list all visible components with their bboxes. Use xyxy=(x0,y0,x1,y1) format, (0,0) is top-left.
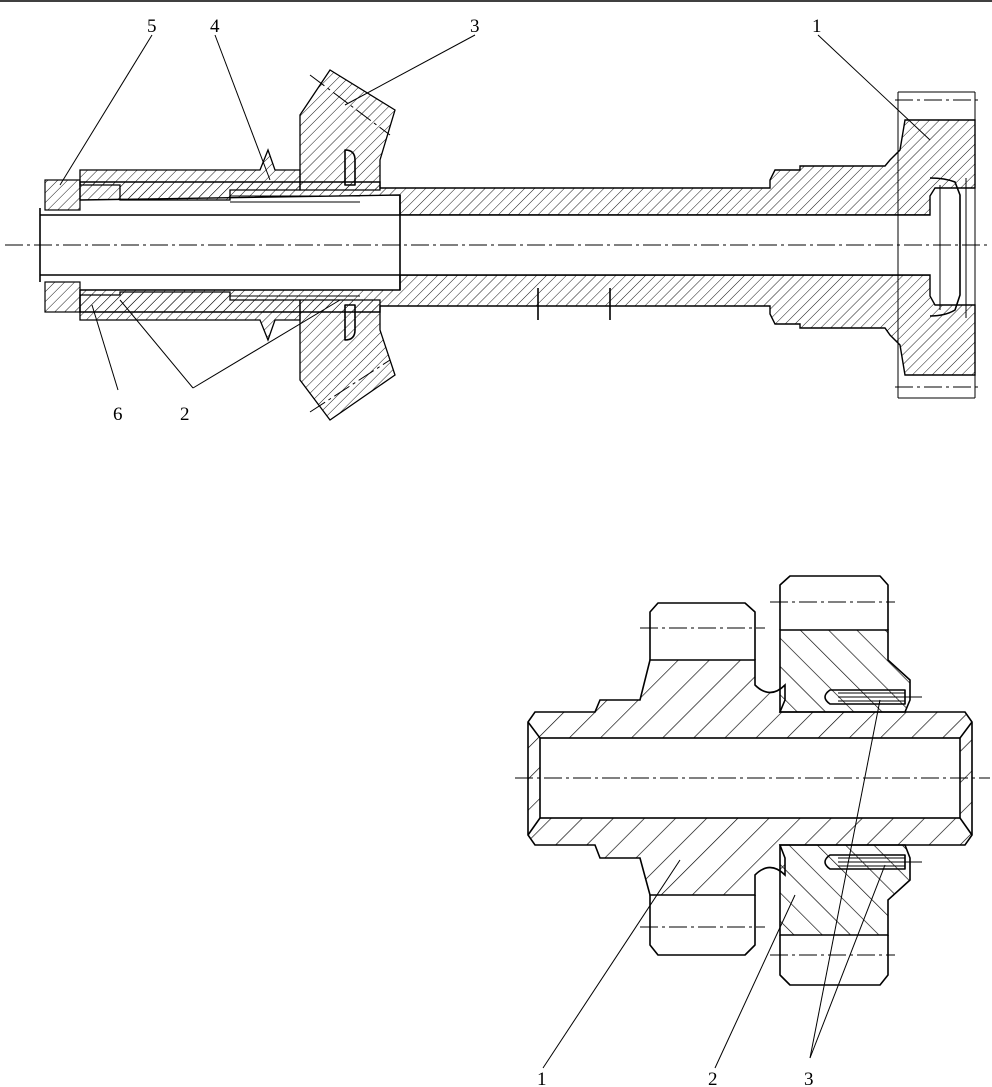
label-b3: 3 xyxy=(804,1069,814,1087)
label-5: 5 xyxy=(147,16,157,37)
label-1: 1 xyxy=(812,16,822,37)
label-4: 4 xyxy=(210,16,220,37)
shaft-assembly-section: 5 4 3 1 6 2 xyxy=(5,16,990,425)
gear-lower xyxy=(300,300,395,420)
gear2-upper xyxy=(780,630,910,712)
nut-upper xyxy=(45,180,80,210)
gear-cluster-section: 1 2 3 xyxy=(515,576,990,1087)
label-6: 6 xyxy=(113,404,123,425)
shaft-upper-wall xyxy=(80,120,975,215)
label-b1: 1 xyxy=(537,1069,547,1087)
gear-upper xyxy=(300,70,395,190)
nut-lower xyxy=(45,282,80,312)
label-2: 2 xyxy=(180,404,190,425)
label-3: 3 xyxy=(470,16,480,37)
label-b2: 2 xyxy=(708,1069,718,1087)
shaft-lower-wall xyxy=(80,275,975,375)
gear1-upper xyxy=(650,603,755,660)
flange-end xyxy=(930,178,960,316)
gear1-lower xyxy=(650,895,755,955)
